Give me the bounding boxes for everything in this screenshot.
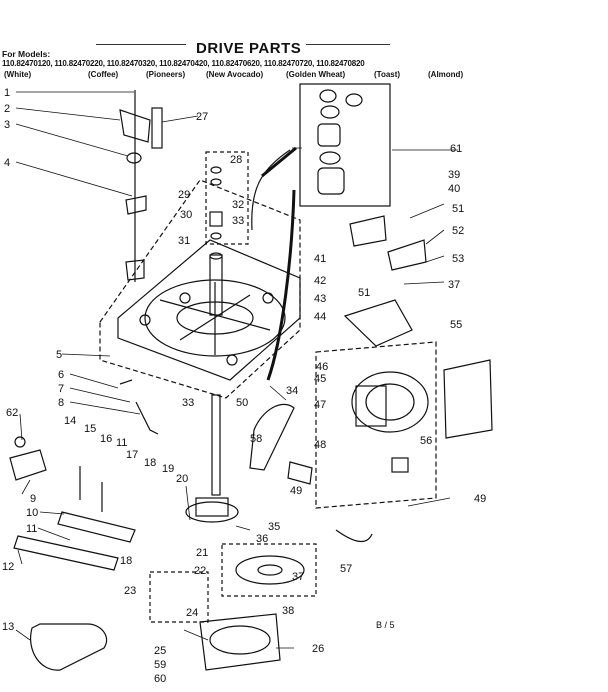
page-title: DRIVE PARTS	[196, 40, 302, 57]
callout-29: 29	[178, 189, 190, 201]
color-coffee: (Coffee)	[88, 70, 119, 79]
callout-58: 58	[250, 433, 262, 445]
callout-37a: 37	[448, 279, 460, 291]
callout-14: 14	[64, 415, 76, 427]
callout-21: 21	[196, 547, 208, 559]
callout-24: 24	[186, 607, 198, 619]
callout-60: 60	[154, 673, 166, 685]
color-white: (White)	[4, 70, 32, 79]
callout-52: 52	[452, 225, 464, 237]
title-rule-right	[306, 44, 390, 45]
transmission	[149, 497, 281, 671]
callout-11b: 11	[26, 523, 37, 535]
callout-59: 59	[154, 659, 166, 671]
arrow-upper	[261, 146, 297, 178]
callout-43: 43	[314, 293, 326, 305]
callout-26: 26	[312, 643, 324, 655]
callout-32: 32	[232, 199, 244, 211]
callout-8: 8	[58, 397, 64, 409]
pulley-assembly	[221, 543, 317, 597]
model-colors: (White) (Coffee) (Pioneers) (New Avocado…	[2, 70, 608, 82]
callout-49b: 49	[474, 493, 486, 505]
callout-44: 44	[314, 311, 326, 323]
agitator-rod	[119, 90, 151, 282]
lower-left-parts	[9, 379, 159, 671]
hose-58	[249, 403, 295, 471]
for-models-label: For Models:	[2, 49, 51, 59]
callout-47: 47	[314, 399, 326, 411]
callout-34: 34	[286, 385, 298, 397]
callout-18b: 18	[120, 555, 132, 567]
center-shaft	[209, 252, 223, 496]
callout-33a: 33	[232, 215, 244, 227]
callout-13: 13	[2, 621, 14, 633]
part-27	[151, 107, 163, 149]
callout-55: 55	[450, 319, 462, 331]
base-plate	[99, 179, 301, 399]
callout-27: 27	[196, 111, 208, 123]
title-rule-left	[96, 44, 186, 45]
callout-62: 62	[6, 407, 18, 419]
callout-11a: 11	[116, 437, 127, 449]
callout-2: 2	[4, 103, 10, 115]
motor-group	[287, 215, 493, 543]
callout-31: 31	[178, 235, 190, 247]
callout-39: 39	[448, 169, 460, 181]
leader-lines	[15, 91, 458, 649]
page-reference: B / 5	[376, 620, 395, 630]
callout-6: 6	[58, 369, 64, 381]
callout-12: 12	[2, 561, 14, 573]
color-new-avocado: (New Avocado)	[206, 70, 264, 79]
callout-19: 19	[162, 463, 174, 475]
callout-36: 36	[256, 533, 268, 545]
callout-37b: 37	[292, 571, 304, 583]
callout-18a: 18	[144, 457, 156, 469]
callout-40: 40	[448, 183, 460, 195]
callout-38: 38	[282, 605, 294, 617]
callout-17: 17	[126, 449, 138, 461]
callout-56: 56	[420, 435, 432, 447]
callout-41: 41	[314, 253, 326, 265]
color-golden-wheat: (Golden Wheat)	[286, 70, 346, 79]
callout-20: 20	[176, 473, 188, 485]
arrow-lower	[266, 189, 296, 381]
callout-46: 46	[316, 361, 328, 373]
color-almond: (Almond)	[428, 70, 464, 79]
model-numbers: 110.82470120, 110.82470220, 110.82470320…	[2, 59, 365, 68]
callout-61: 61	[450, 143, 462, 155]
callout-25: 25	[154, 645, 166, 657]
callout-53: 53	[452, 253, 464, 265]
callout-57: 57	[340, 563, 352, 575]
callout-labels: 1 2 3 4 5 6 7 8 9 10 11 11 12 13 14 15 1…	[2, 87, 486, 685]
callout-1: 1	[4, 87, 10, 99]
callout-23: 23	[124, 585, 136, 597]
callout-9: 9	[30, 493, 36, 505]
callout-22: 22	[194, 565, 206, 577]
callout-51b: 51	[358, 287, 370, 299]
callout-33b: 33	[182, 397, 194, 409]
color-pioneers: (Pioneers)	[146, 70, 186, 79]
callout-3: 3	[4, 119, 10, 131]
callout-51a: 51	[452, 203, 464, 215]
callout-28: 28	[230, 154, 242, 166]
callout-45: 45	[314, 373, 326, 385]
header: DRIVE PARTS For Models: 110.82470120, 11…	[0, 0, 608, 84]
callout-49a: 49	[290, 485, 302, 497]
inset-box-28-33	[205, 151, 249, 245]
callout-30: 30	[180, 209, 192, 221]
callout-50: 50	[236, 397, 248, 409]
inset-box-61	[251, 83, 391, 231]
callout-35: 35	[268, 521, 280, 533]
callout-7: 7	[58, 383, 64, 395]
callout-16: 16	[100, 433, 112, 445]
callout-5: 5	[56, 349, 62, 361]
callout-42: 42	[314, 275, 326, 287]
callout-48: 48	[314, 439, 326, 451]
color-toast: (Toast)	[374, 70, 401, 79]
callout-4: 4	[4, 157, 10, 169]
callout-15: 15	[84, 423, 96, 435]
callout-10: 10	[26, 507, 38, 519]
